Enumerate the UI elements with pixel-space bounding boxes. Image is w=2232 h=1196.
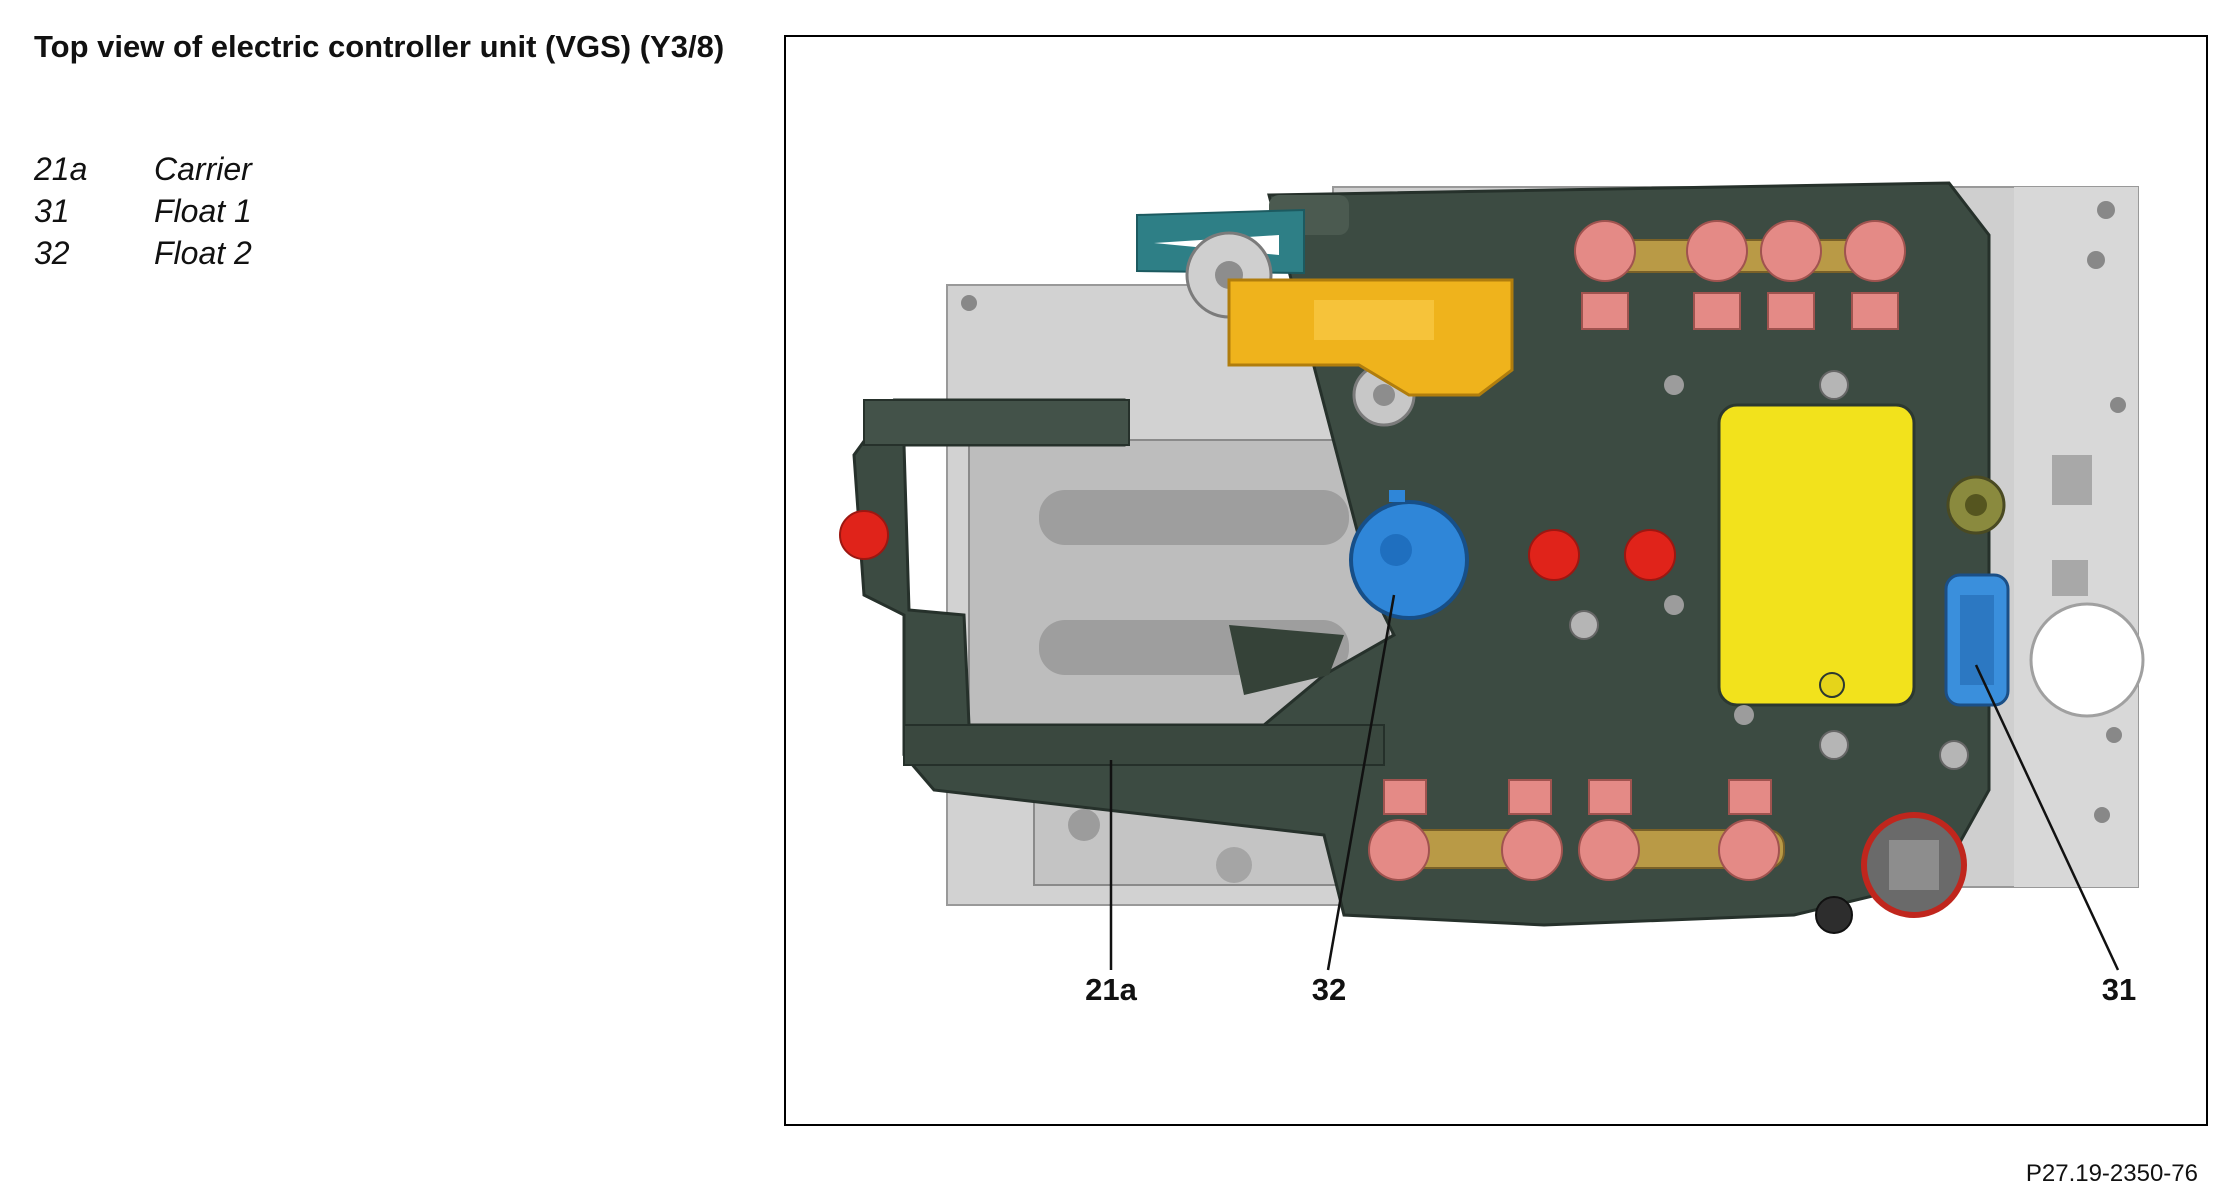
legend-label: Float 2 <box>154 234 252 271</box>
wiring-connector <box>1227 278 1514 397</box>
figure-reference-id: P27.19-2350-76 <box>2025 1160 2198 1187</box>
carrier-strip <box>903 724 1385 766</box>
legend-key: 21a <box>34 150 88 187</box>
callout-31: 31 <box>2102 972 2136 1007</box>
callout-32: 32 <box>1312 972 1346 1007</box>
legend-key: 31 <box>34 192 70 229</box>
legend-item: 21a Carrier <box>34 148 252 190</box>
figure-frame <box>784 35 2208 1126</box>
red-plugs <box>839 510 1676 581</box>
float-1-shape <box>1944 573 2010 707</box>
top-solenoid-valves <box>1574 220 1906 330</box>
page-title: Top view of electric controller unit (VG… <box>34 29 725 64</box>
float-2-shape <box>1349 490 1469 620</box>
round-connector-socket <box>1815 812 1967 934</box>
leader-lines <box>1109 594 2120 971</box>
callout-21a: 21a <box>1085 972 1137 1007</box>
legend-item: 31 Float 1 <box>34 190 252 232</box>
legend-key: 32 <box>34 234 70 271</box>
legend-label: Carrier <box>154 150 252 187</box>
controller-unit-diagram: 21a 32 31 <box>839 181 2145 1007</box>
bottom-solenoid-valves <box>1368 779 1785 881</box>
legend: 21a Carrier 31 Float 1 32 Float 2 <box>34 148 252 274</box>
sensor-cover <box>1717 403 1916 707</box>
housing-bolts <box>1569 370 1969 770</box>
legend-item: 32 Float 2 <box>34 232 252 274</box>
legend-label: Float 1 <box>154 192 252 229</box>
